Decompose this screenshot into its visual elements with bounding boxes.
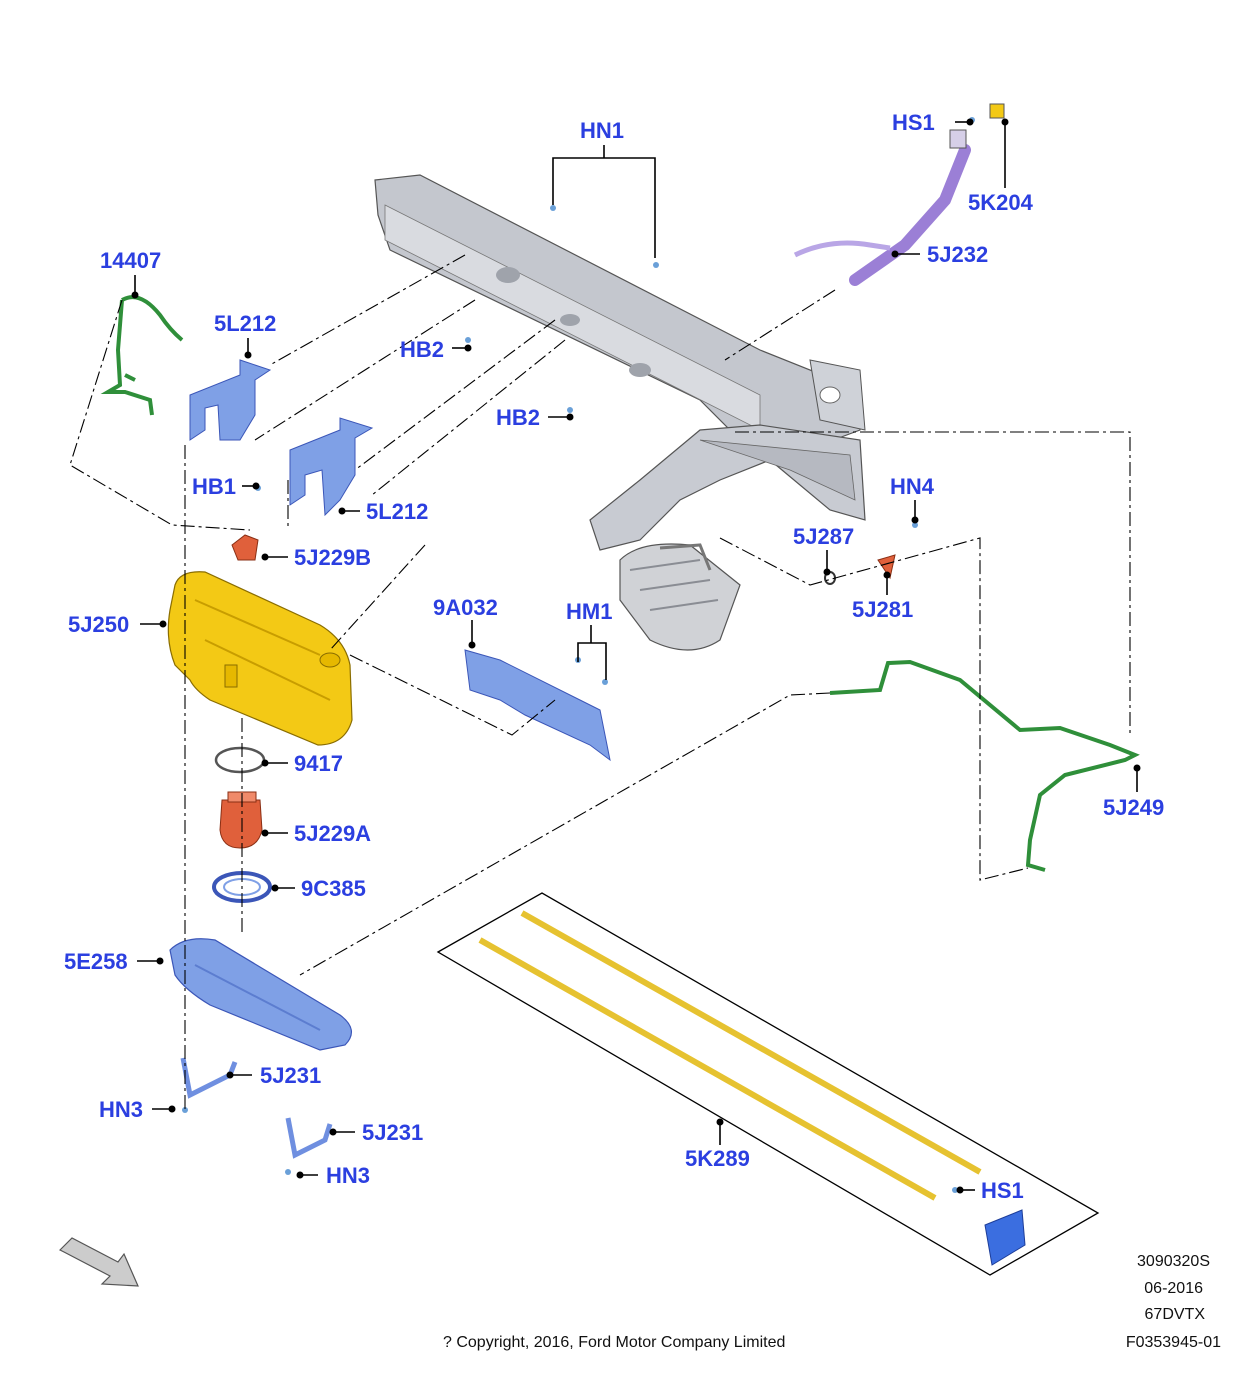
callout-5j231-a: 5J231 (260, 1063, 321, 1088)
callout-5k289: 5K289 (685, 1146, 750, 1171)
callout-hn3-a: HN3 (99, 1097, 143, 1122)
callout-hb2-a: HB2 (400, 337, 444, 362)
strap-cover (984, 1209, 1026, 1266)
footer-code2: 67DVTX (1145, 1306, 1206, 1323)
callout-5j229a: 5J229A (294, 821, 371, 846)
callout-labels: HN1 HS1 5K204 5J232 14407 5L212 HB2 HB2 … (64, 110, 1164, 1203)
callout-14407: 14407 (100, 248, 161, 273)
heat-shield-9a032 (464, 649, 611, 762)
callout-5l212-b: 5L212 (366, 499, 428, 524)
bracket-5j231-b (285, 1117, 333, 1159)
callout-hn4: HN4 (890, 474, 935, 499)
seal-ring-9417 (214, 746, 266, 774)
callout-hn3-b: HN3 (326, 1163, 370, 1188)
exhaust-heat-shield (619, 543, 741, 651)
fuel-sender-5j229b (231, 534, 259, 561)
fuel-pump-module (219, 791, 263, 849)
callout-5j232: 5J232 (927, 242, 988, 267)
footer-date: 06-2016 (1144, 1280, 1203, 1297)
filler-pipe (793, 129, 971, 286)
callout-5l212-a: 5L212 (214, 311, 276, 336)
footer-copyright: ? Copyright, 2016, Ford Motor Company Li… (443, 1334, 785, 1351)
wiring-harness-14407 (100, 295, 184, 416)
footer-code1: 3090320S (1137, 1253, 1210, 1270)
callout-hn1: HN1 (580, 118, 624, 143)
filler-cap (989, 103, 1005, 119)
footer-code3: F0353945-01 (1126, 1334, 1221, 1351)
bracket-5l212-b (289, 417, 374, 517)
callout-9c385: 9C385 (301, 876, 366, 901)
clip-5j281 (877, 554, 896, 580)
frame-crossmember (374, 174, 866, 551)
callout-5e258: 5E258 (64, 949, 128, 974)
callout-5j287: 5J287 (793, 524, 854, 549)
callout-hb1: HB1 (192, 474, 236, 499)
fuel-tank-straps (478, 910, 982, 1201)
callout-hs1-bottom: HS1 (981, 1178, 1024, 1203)
kit-box (436, 892, 1100, 1276)
callout-5j249: 5J249 (1103, 795, 1164, 820)
assembly-lines (69, 254, 1131, 1110)
callout-hm1: HM1 (566, 599, 612, 624)
callout-5j281: 5J281 (852, 597, 913, 622)
callout-5j229b: 5J229B (294, 545, 371, 570)
callout-hb2-b: HB2 (496, 405, 540, 430)
callout-9417: 9417 (294, 751, 343, 776)
direction-arrow-icon (58, 1237, 139, 1287)
bracket-5l212-a (189, 359, 272, 441)
callout-hs1-top: HS1 (892, 110, 935, 135)
callout-5k204: 5K204 (968, 190, 1034, 215)
footer: 3090320S 06-2016 67DVTX ? Copyright, 201… (443, 1253, 1221, 1351)
callout-5j250: 5J250 (68, 612, 129, 637)
tank-shield-5e258 (169, 938, 352, 1051)
wiring-harness-5j249 (829, 659, 1140, 872)
bracket-5j231-a (180, 1057, 238, 1099)
fuel-tank (167, 571, 353, 746)
leader-lines (131, 118, 1141, 1194)
callout-9a032: 9A032 (433, 595, 498, 620)
callout-5j231-b: 5J231 (362, 1120, 423, 1145)
